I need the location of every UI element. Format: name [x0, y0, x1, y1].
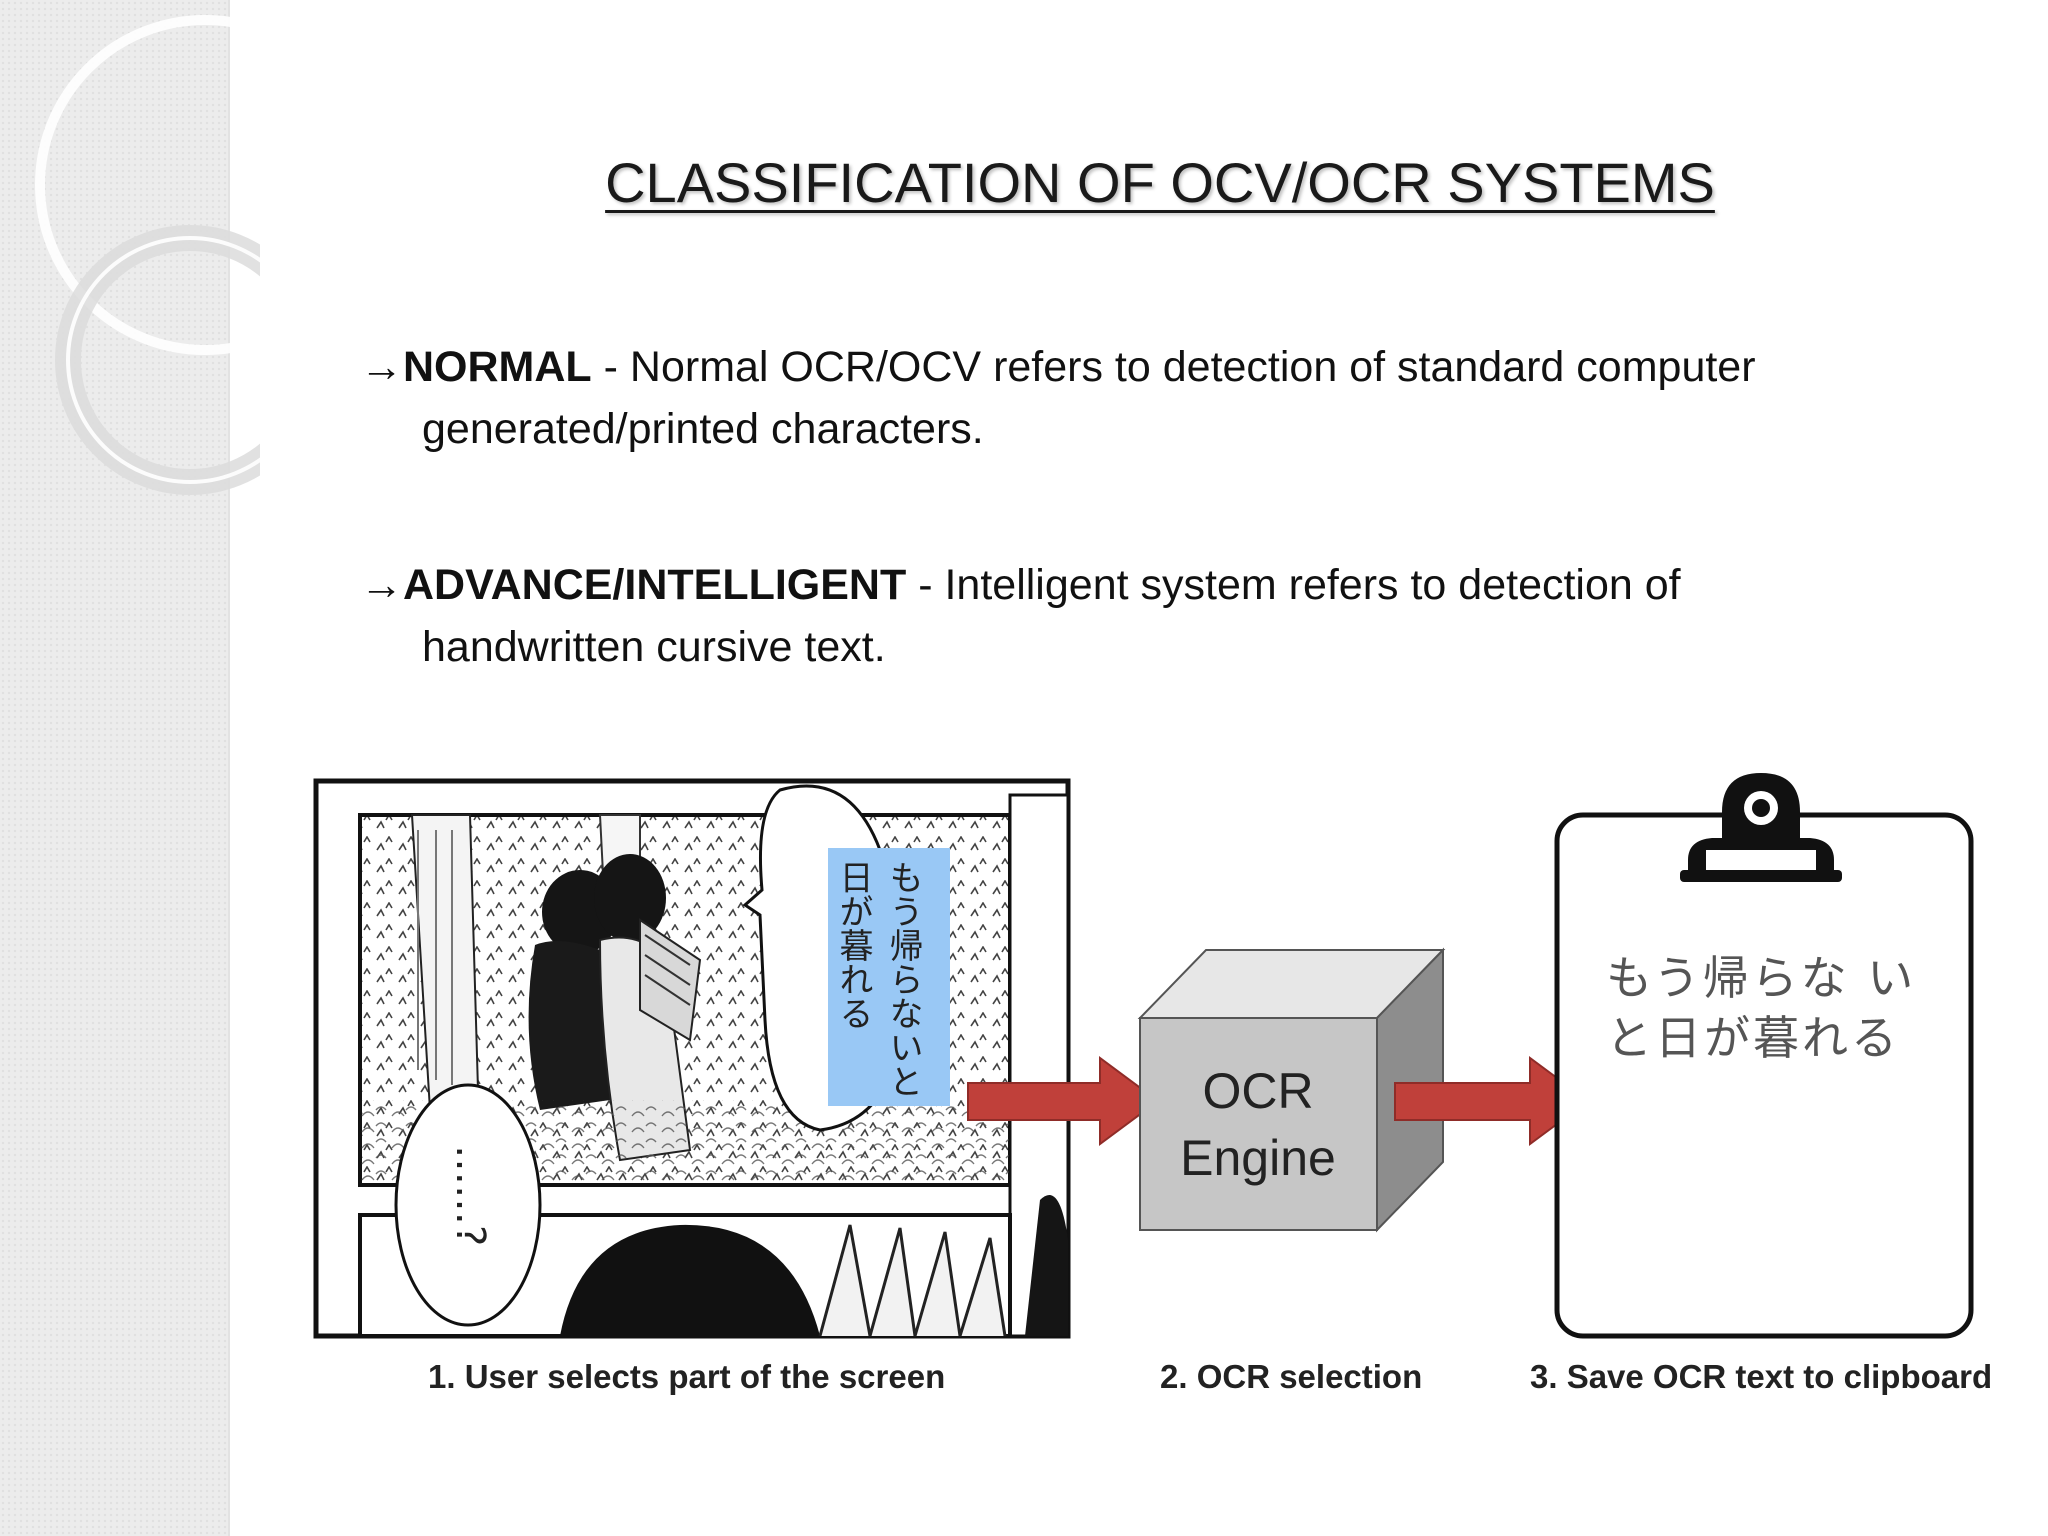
manga-selected-text-col1: もう帰らないと — [883, 860, 923, 1098]
bullet-text-continued: generated/printed characters. — [422, 405, 984, 453]
bullet-arrow: → — [360, 343, 403, 391]
selection-highlight — [828, 848, 950, 1106]
caption-step-3: 3. Save OCR text to clipboard — [1530, 1358, 1993, 1395]
engine-label-line1: OCR — [1202, 1063, 1313, 1119]
clipboard-ocr-text: もう帰らな い と日が暮れる — [1606, 948, 1946, 1068]
manga-selected-text-col2: 日が暮れる — [833, 860, 873, 1030]
caption-step-2: 2. OCR selection — [1160, 1358, 1423, 1395]
bullet-term: ADVANCE/INTELLIGENT — [403, 561, 907, 609]
manga-figures — [528, 854, 702, 1162]
bullet-text-continued: handwritten cursive text. — [422, 623, 886, 671]
manga-screenshot: もう帰らないと 日が暮れる ……? — [313, 778, 1071, 1339]
bullet-text: - Intelligent system refers to detection… — [906, 561, 1681, 609]
bullet-term: NORMAL — [403, 343, 592, 391]
decorative-rings — [35, 15, 260, 495]
bullet-arrow: → — [360, 561, 403, 609]
manga-bubble-text: ……? — [447, 1145, 493, 1246]
slide-title: CLASSIFICATION OF OCV/OCR SYSTEMS — [605, 151, 1715, 214]
bullet-text: - Normal OCR/OCV refers to detection of … — [591, 343, 1756, 391]
ellipsis-bubble — [394, 1083, 542, 1327]
ocr-engine-cube: OCR Engine — [1137, 947, 1446, 1233]
clipboard-icon — [1554, 773, 1974, 1339]
bullet-normal: →NORMAL - Normal OCR/OCV refers to detec… — [360, 336, 1920, 460]
engine-label-line2: Engine — [1180, 1130, 1336, 1186]
bullet-advance: →ADVANCE/INTELLIGENT - Intelligent syste… — [360, 554, 1920, 678]
clipboard-text-line2: と日が暮れる — [1606, 1011, 1900, 1065]
flow-arrow-1 — [967, 1056, 1160, 1146]
caption-step-1: 1. User selects part of the screen — [428, 1358, 946, 1395]
clipboard-text-line1: もう帰らな い — [1606, 951, 1917, 1005]
